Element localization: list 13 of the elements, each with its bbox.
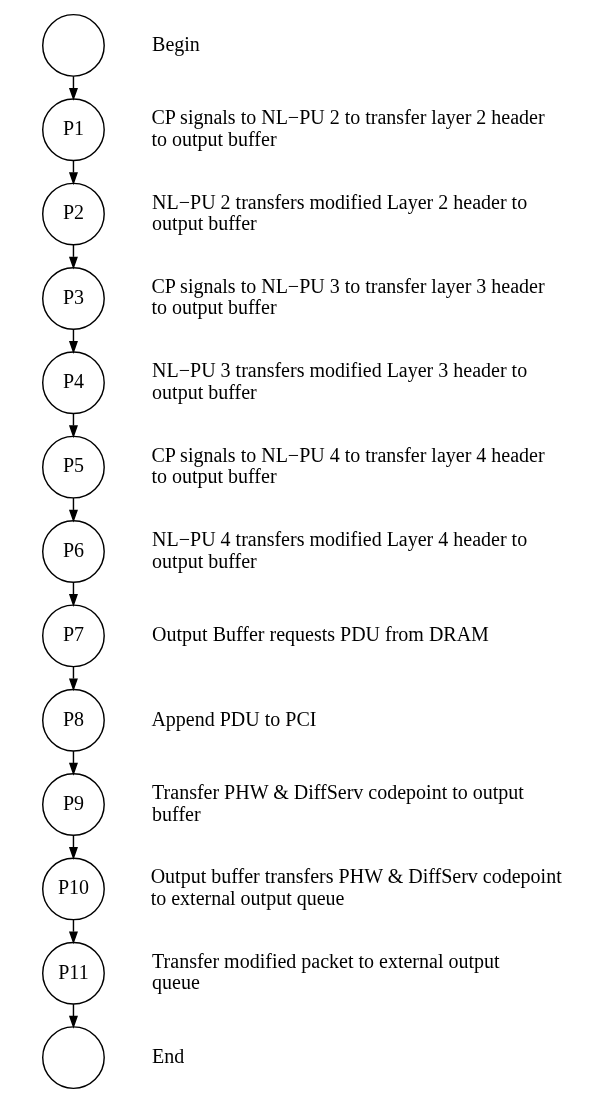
- node-label: CP signals to NL−PU 3 to transfer layer 3 header to output buffer: [151, 275, 545, 319]
- node-label: NL−PU 3 transfers modified Layer 3 header to output buffer: [152, 359, 528, 403]
- node-label: End: [152, 1044, 185, 1067]
- node-label: Output buffer transfers PHW & DiffServ codepoint to external output queue: [150, 865, 562, 909]
- node-label: Begin: [152, 32, 200, 55]
- node-label: CP signals to NL−PU 2 to transfer layer 2 header to output buffer: [151, 106, 545, 150]
- node-label: Transfer PHW & DiffServ codepoint to output buffer: [152, 781, 524, 825]
- node-label: Output Buffer requests PDU from DRAM: [152, 623, 489, 646]
- node-label: Transfer modified packet to external output queue: [152, 949, 500, 994]
- node-label: NL−PU 4 transfers modified Layer 4 header to output buffer: [152, 528, 528, 572]
- node-label: Append PDU to PCI: [151, 707, 317, 730]
- node-label: NL−PU 2 transfers modified Layer 2 header to output buffer: [152, 190, 528, 235]
- node-label: CP signals to NL−PU 4 to transfer layer 4 header to output buffer: [151, 443, 545, 488]
